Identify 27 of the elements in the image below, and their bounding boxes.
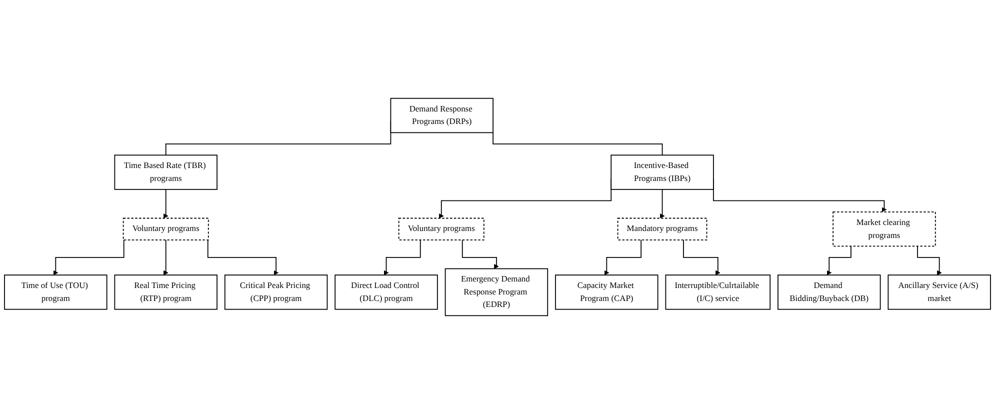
arrow bbox=[163, 239, 168, 276]
arrow bbox=[683, 239, 720, 276]
arrow bbox=[53, 239, 124, 276]
node-box: Voluntary programs bbox=[398, 218, 484, 240]
node-box: Direct Load Control (DLC) program bbox=[334, 274, 438, 310]
node-box: Mandatory programs bbox=[617, 218, 708, 240]
arrow bbox=[604, 239, 642, 276]
node-box: Voluntary programs bbox=[122, 218, 209, 240]
arrow bbox=[163, 188, 168, 218]
node-box: Time Based Rate (TBR) programs bbox=[114, 154, 218, 190]
node-box: Interruptible/Culrtailable (I/C) service bbox=[665, 274, 771, 310]
node-box: Time of Use (TOU) program bbox=[4, 274, 108, 310]
node-box: Demand Response Programs (DRPs) bbox=[390, 98, 494, 134]
node-box: Real Time Pricing (RTP) program bbox=[114, 274, 218, 310]
node-box: Critical Peak Pricing (CPP) program bbox=[224, 274, 328, 310]
node-box: Market clearing programs bbox=[832, 211, 936, 247]
arrow bbox=[826, 246, 852, 276]
arrow bbox=[207, 239, 279, 276]
node-box: Ancillary Service (A/S) market bbox=[888, 274, 991, 310]
node-box: Capacity Market Program (CAP) bbox=[555, 274, 658, 310]
arrow bbox=[917, 246, 942, 276]
node-box: Emergency Demand Response Program (EDRP) bbox=[444, 268, 548, 316]
node-box: Demand Bidding/Buyback (DB) bbox=[778, 274, 881, 310]
arrow bbox=[384, 239, 421, 276]
node-box: Incentive-Based Programs (IBPs) bbox=[610, 154, 714, 190]
arrow bbox=[660, 188, 665, 218]
arrow bbox=[462, 239, 499, 269]
